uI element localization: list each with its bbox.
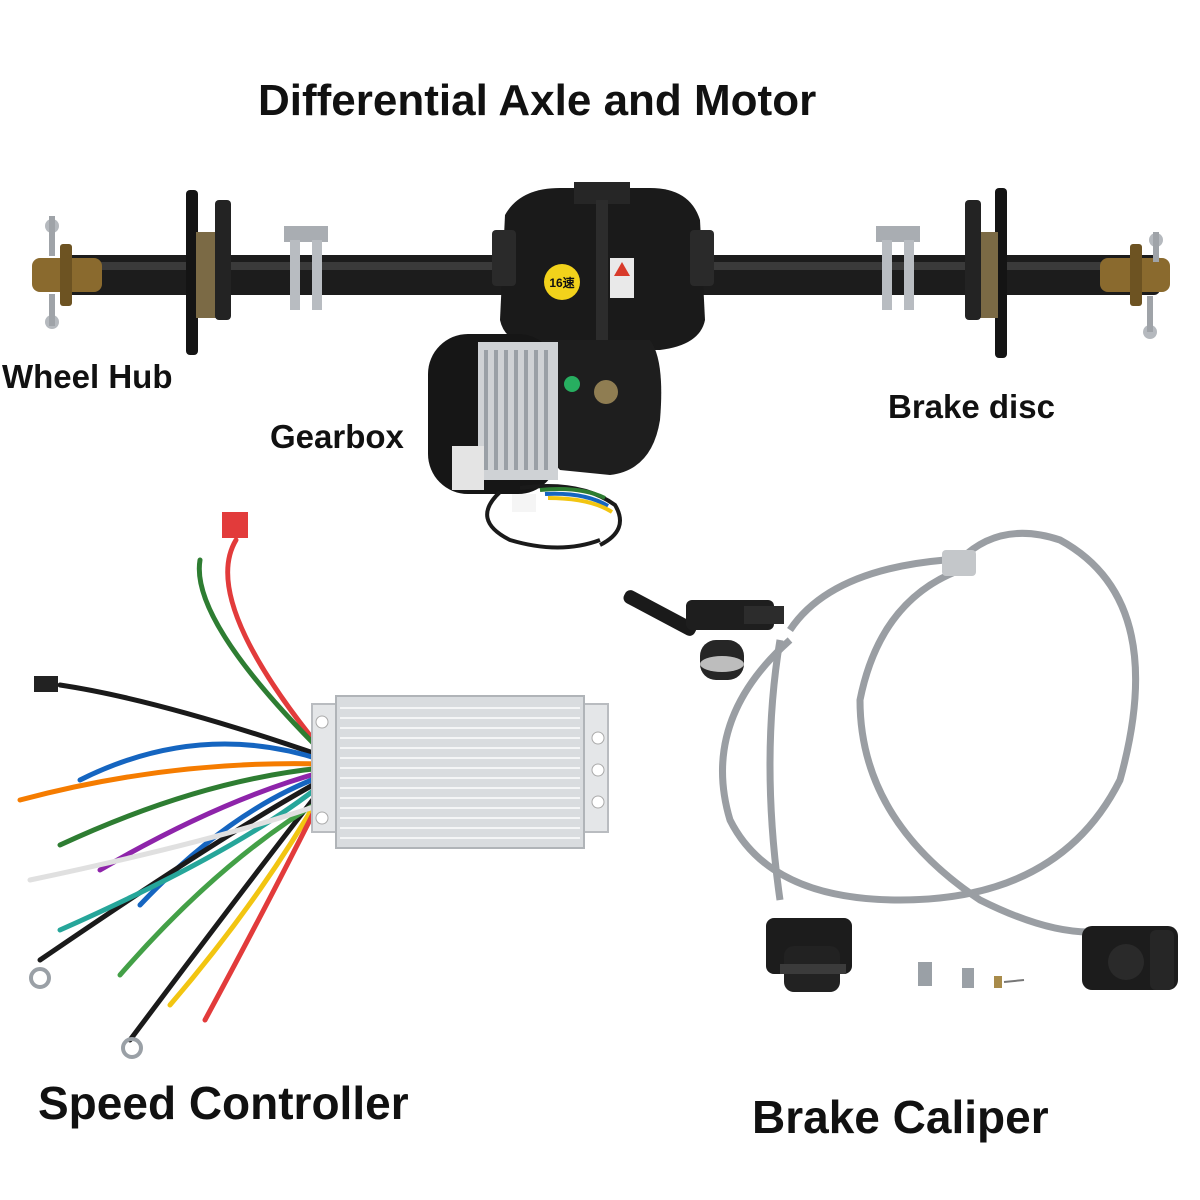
speed-controller-label: Speed Controller	[38, 1077, 409, 1129]
black-connector	[34, 676, 58, 692]
gear-ratio-sticker	[544, 264, 580, 300]
brake-caliper-left	[766, 918, 852, 992]
left-brake-disc	[186, 190, 231, 355]
red-connector	[222, 512, 248, 538]
right-u-bolt	[876, 226, 920, 310]
right-brake-disc	[965, 188, 1007, 358]
speed-controller-assembly	[17, 512, 609, 1059]
brake-caliper-label: Brake Caliper	[752, 1091, 1049, 1143]
master-cylinder	[623, 590, 784, 680]
page-title: Differential Axle and Motor	[258, 76, 817, 125]
differential-housing: 16速	[492, 182, 714, 350]
controller-wire-harness	[17, 537, 325, 1043]
brake-disc-label: Brake disc	[888, 388, 1055, 425]
heat-sink-fins	[340, 707, 580, 839]
gearbox-body	[540, 340, 662, 475]
hose-splitter	[942, 550, 976, 576]
brake-hoses	[719, 529, 1140, 936]
motor	[428, 334, 558, 494]
motor-wires	[485, 484, 622, 550]
mounting-hardware	[918, 962, 1025, 988]
ring-terminal	[121, 1037, 143, 1059]
sticker-text: 16速	[549, 275, 574, 290]
wheel-hub-label: Wheel Hub	[2, 358, 173, 395]
heat-sink	[335, 695, 585, 849]
gearbox-label: Gearbox	[270, 418, 404, 455]
differential-axle-assembly: 16速	[32, 182, 1170, 550]
right-wheel-hub	[1100, 232, 1170, 339]
brake-caliper-assembly	[623, 529, 1178, 992]
ring-terminal	[29, 967, 51, 989]
left-wheel-hub	[32, 216, 102, 329]
left-u-bolt	[284, 226, 328, 310]
brake-caliper-right	[1082, 926, 1178, 990]
motor-nameplate	[452, 446, 484, 490]
